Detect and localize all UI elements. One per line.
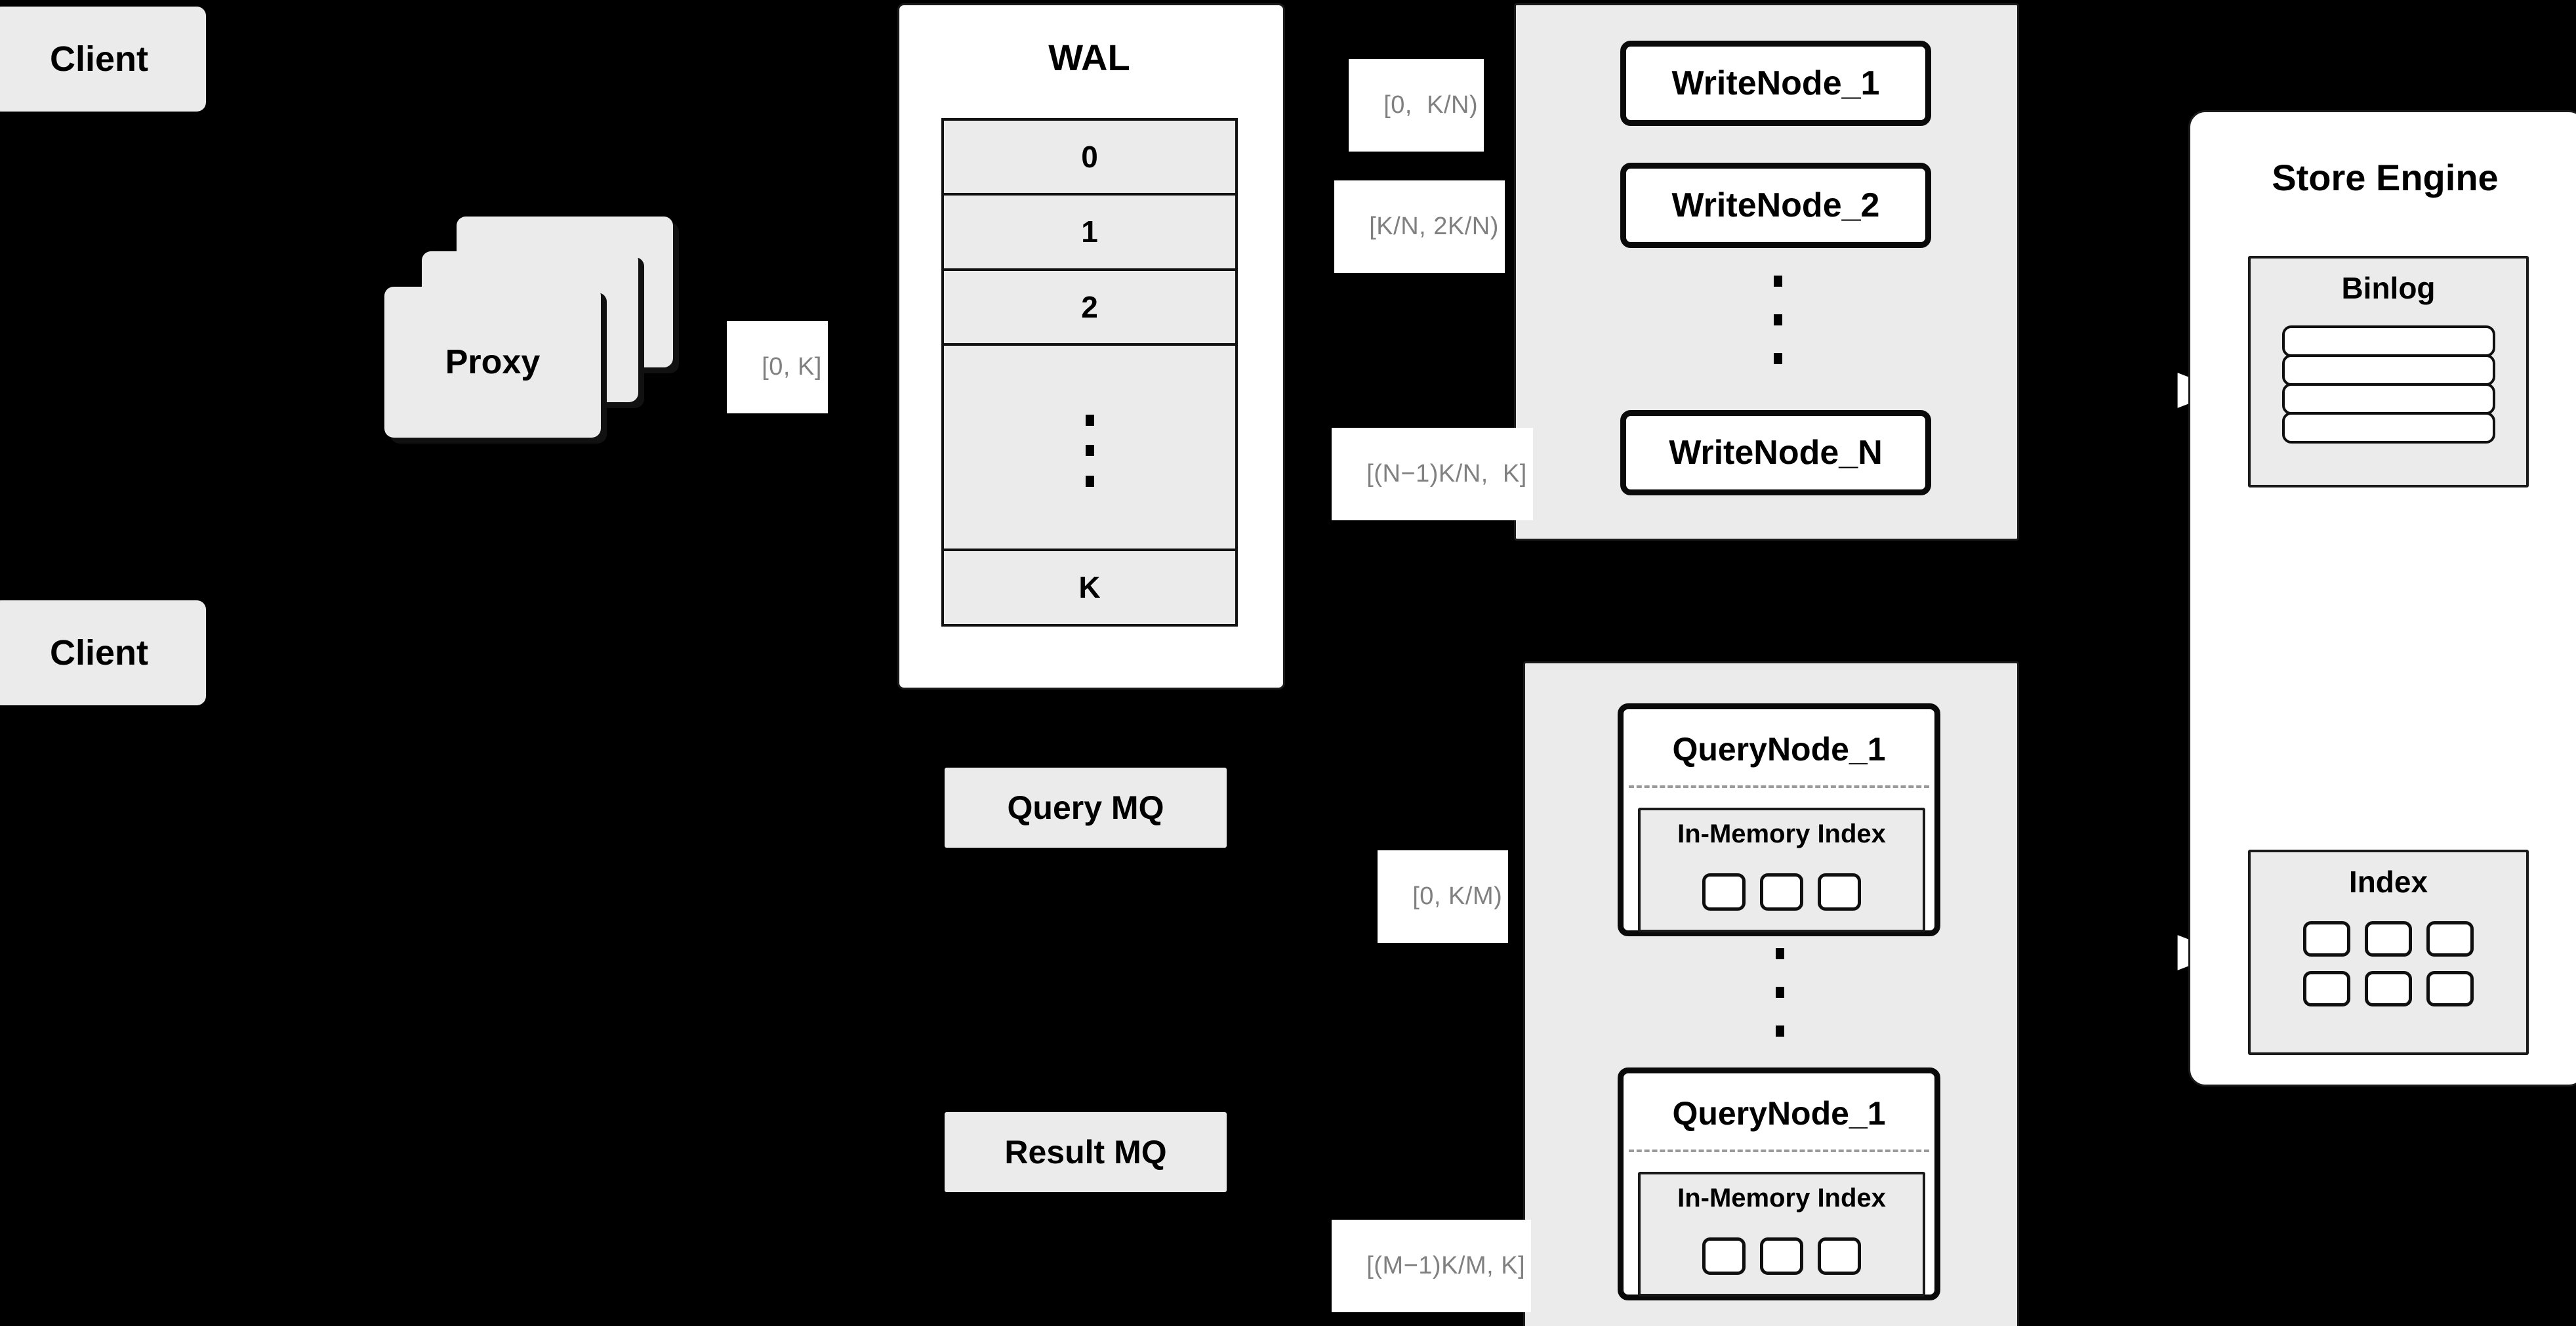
query-mq-box[interactable]: Query MQ	[945, 768, 1227, 848]
in-memory-index-card: In-Memory Index	[1638, 808, 1925, 932]
querynode-title: QueryNode_1	[1672, 1095, 1886, 1132]
edge-label-mq-to-querynode-m: [(M−1)K/M, K]	[1332, 1220, 1532, 1313]
wal-row: 1	[944, 196, 1235, 271]
store-index-cell	[2303, 971, 2350, 1006]
index-cell	[1702, 1237, 1746, 1275]
wal-row: K	[1078, 570, 1101, 605]
querynode-divider	[1629, 785, 1929, 788]
edge-label-text: [K/N, 2K/N)	[1369, 212, 1499, 240]
querynode-title: QueryNode_1	[1672, 731, 1886, 768]
edge-label-proxy-to-wal: [0, K]	[727, 321, 828, 414]
binlog-card: Binlog	[2248, 256, 2529, 487]
edge-label-mq-to-querynode-1: [0, K/M)	[1378, 850, 1509, 943]
edge-label-text: [(M−1)K/M, K]	[1366, 1251, 1526, 1279]
querynode-1-box[interactable]: QueryNode_1 In-Memory Index	[1618, 703, 1940, 936]
store-index-cell	[2365, 921, 2412, 957]
binlog-bar	[2281, 383, 2495, 415]
binlog-bar	[2281, 412, 2495, 444]
writenode-2-box[interactable]: WriteNode_2	[1620, 163, 1931, 248]
binlog-bar	[2281, 325, 2495, 357]
store-index-card: Index	[2248, 850, 2529, 1055]
client-box-2[interactable]: Client	[0, 600, 206, 705]
index-cell	[1760, 1237, 1803, 1275]
store-index-cell	[2426, 971, 2474, 1006]
writenode-label: WriteNode_N	[1669, 434, 1883, 472]
edge-label-text: [0, K/M)	[1412, 882, 1503, 910]
writenode-n-box[interactable]: WriteNode_N	[1620, 410, 1931, 495]
client-label: Client	[49, 633, 148, 673]
index-cell	[1818, 873, 1861, 911]
edge-label-text: [(N−1)K/N, K]	[1366, 459, 1527, 487]
wal-title: WAL	[1048, 37, 1130, 78]
store-index-cell	[2303, 921, 2350, 957]
in-memory-index-title: In-Memory Index	[1677, 819, 1886, 848]
query-cluster-vertical-ellipsis-icon	[1773, 948, 1786, 1037]
wal-table: 0 1 2 K	[941, 118, 1238, 627]
querynode-divider	[1629, 1150, 1929, 1152]
proxy-label: Proxy	[445, 343, 541, 381]
store-index-title: Index	[2348, 865, 2428, 899]
querynode-m-box[interactable]: QueryNode_1 In-Memory Index	[1618, 1067, 1940, 1300]
wal-row: 2	[944, 271, 1235, 346]
proxy-card-front[interactable]: Proxy	[384, 287, 601, 438]
edge-label-wal-to-writenode-n: [(N−1)K/N, K]	[1332, 428, 1533, 521]
proxy-stack[interactable]: Proxy	[384, 217, 699, 438]
write-cluster-vertical-ellipsis-icon	[1771, 276, 1784, 364]
index-cell	[1702, 873, 1746, 911]
store-index-cell	[2426, 921, 2474, 957]
result-mq-box[interactable]: Result MQ	[945, 1112, 1227, 1192]
binlog-title: Binlog	[2341, 271, 2436, 305]
writenode-label: WriteNode_2	[1671, 186, 1880, 224]
wal-row-ellipsis	[944, 346, 1235, 551]
index-cell	[1760, 873, 1803, 911]
writenode-label: WriteNode_1	[1671, 64, 1880, 102]
store-index-cell	[2365, 971, 2412, 1006]
index-cell	[1818, 1237, 1861, 1275]
client-box-1[interactable]: Client	[0, 7, 206, 112]
writenode-1-box[interactable]: WriteNode_1	[1620, 41, 1931, 126]
binlog-bar	[2281, 354, 2495, 386]
edge-label-text: [0, K]	[762, 352, 822, 381]
store-engine-title: Store Engine	[2272, 157, 2499, 198]
wal-row: 0	[944, 121, 1235, 196]
in-memory-index-card: In-Memory Index	[1638, 1172, 1925, 1296]
edge-label-text: [0, K/N)	[1383, 91, 1479, 119]
result-mq-label: Result MQ	[1004, 1134, 1167, 1171]
wal-vertical-ellipsis-icon	[1086, 414, 1094, 487]
query-mq-label: Query MQ	[1007, 789, 1164, 826]
edge-label-wal-to-writenode-2: [K/N, 2K/N)	[1334, 180, 1505, 274]
in-memory-index-title: In-Memory Index	[1677, 1184, 1886, 1212]
edge-label-wal-to-writenode-1: [0, K/N)	[1349, 59, 1484, 152]
client-label: Client	[49, 39, 148, 79]
